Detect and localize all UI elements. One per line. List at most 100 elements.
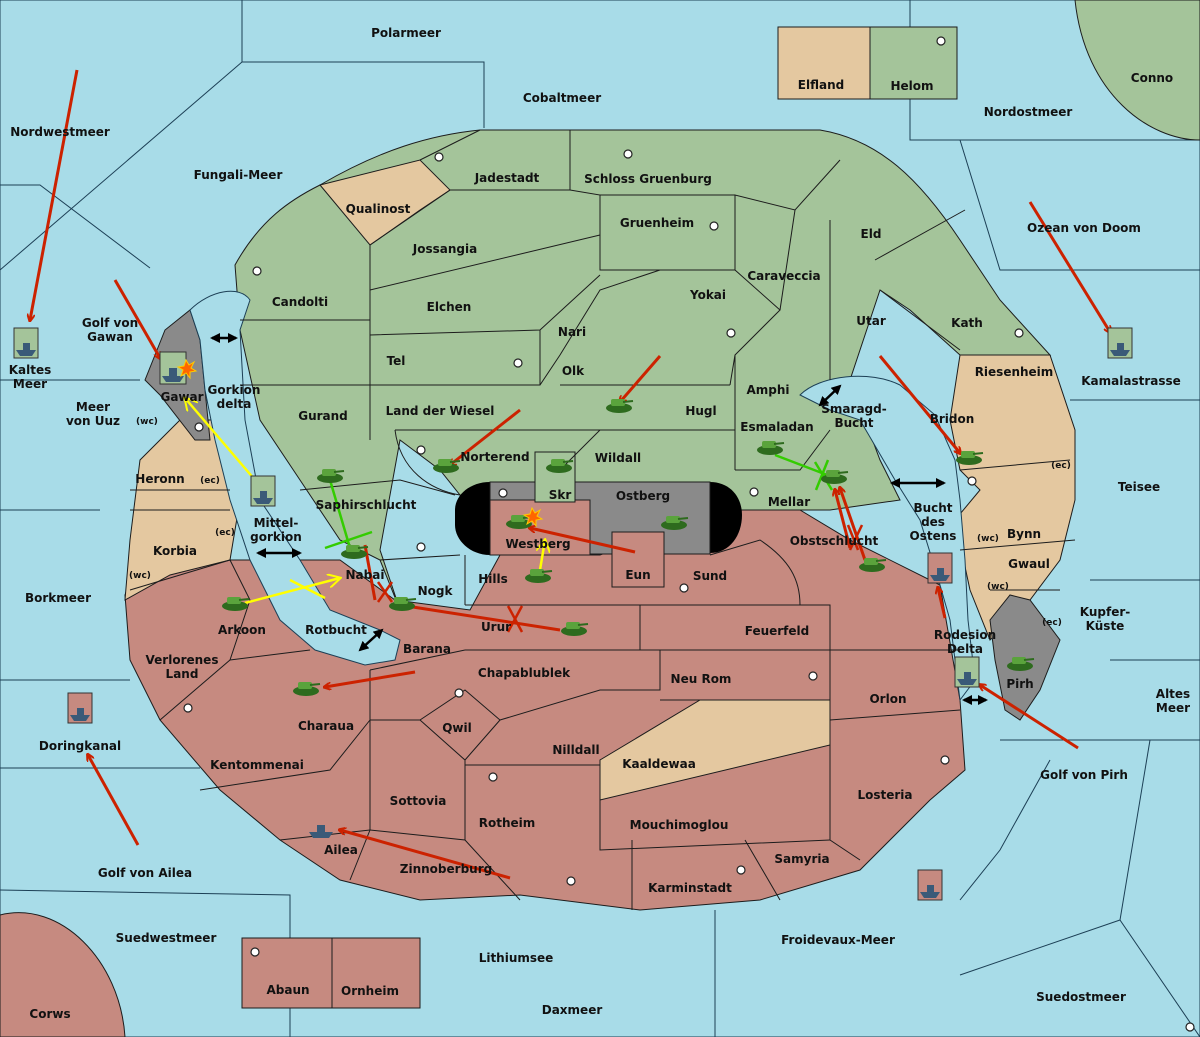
tank-icon [293, 682, 321, 696]
region-label: Samyria [774, 852, 829, 866]
region-label: Mouchimoglou [630, 818, 729, 832]
tank-icon [859, 558, 887, 572]
region-label: Losteria [857, 788, 912, 802]
tank-icon [433, 459, 461, 473]
region-label: Westberg [505, 537, 570, 551]
region-label: Sund [693, 569, 727, 583]
region-label: Ostberg [616, 489, 670, 503]
explosion-icon [522, 506, 544, 528]
tank-icon [506, 515, 534, 529]
sea-label: Froidevaux-Meer [781, 933, 895, 947]
ship-icon [1107, 327, 1133, 359]
tank-icon [661, 516, 689, 530]
region-label: Elfland [798, 78, 844, 92]
region-label: Karminstadt [648, 881, 732, 895]
tank-icon [222, 597, 250, 611]
units [13, 327, 1133, 901]
region-label: Gurand [298, 409, 348, 423]
region-label: Orlon [869, 692, 906, 706]
coast-label: (wc) [136, 417, 158, 427]
region-label: Land der Wiesel [386, 404, 495, 418]
tank-icon [757, 441, 785, 455]
ship-icon [954, 656, 980, 688]
region-label: Neu Rom [671, 672, 732, 686]
region-label: Ailea [324, 843, 358, 857]
sea-label: Doringkanal [39, 739, 121, 753]
region-label: Charaua [298, 719, 354, 733]
region-label: Obstschlucht [790, 534, 879, 548]
sea-label: Nordwestmeer [10, 125, 110, 139]
region-label: Rotheim [479, 816, 536, 830]
ship-icon [917, 869, 943, 901]
region-borders [129, 129, 1076, 910]
tank-icon [525, 569, 553, 583]
region-label: Utar [856, 314, 886, 328]
explosion-icon [176, 358, 198, 380]
coast-label: (ec) [1042, 618, 1062, 628]
coast-label: (ec) [200, 476, 220, 486]
region-label: Esmaladan [740, 420, 813, 434]
ship-icon [250, 475, 276, 507]
sea-label: Mittel-gorkion [250, 516, 302, 544]
region-label: Caraveccia [747, 269, 820, 283]
region-label: Gwaul [1008, 557, 1050, 571]
region-label: Elchen [427, 300, 472, 314]
region-label: Sottovia [390, 794, 447, 808]
sea-label: Kupfer-Küste [1080, 605, 1130, 633]
sea-label: Cobaltmeer [523, 91, 601, 105]
coast-label: (ec) [215, 528, 235, 538]
region-label: Ornheim [341, 984, 399, 998]
sea-label: Lithiumsee [479, 951, 554, 965]
labels: Polarmeer Cobaltmeer Nordwestmeer Fungal… [9, 26, 1190, 1021]
region-label: Chapablublek [478, 666, 571, 680]
region-label: Eun [625, 568, 650, 582]
sea-label: Golf von Pirh [1040, 768, 1128, 782]
region-label: Nari [558, 325, 586, 339]
tank-icon [561, 622, 589, 636]
sea-label: Corws [29, 1007, 70, 1021]
tank-icon [341, 545, 369, 559]
region-label: Norterend [460, 450, 529, 464]
region-label: Hills [478, 572, 508, 586]
region-label: Arkoon [218, 623, 266, 637]
adjacency-arrows [210, 333, 988, 705]
region-label: Jossangia [412, 242, 477, 256]
region-label: Mellar [768, 495, 810, 509]
region-label: Kentommenai [210, 758, 304, 772]
region-label: Abaun [266, 983, 309, 997]
tank-icon [317, 469, 345, 483]
coast-label: (wc) [977, 534, 999, 544]
attack-orders [30, 69, 1110, 880]
tank-icon [606, 399, 634, 413]
region-label: Heronn [135, 472, 184, 486]
region-label: Tel [387, 354, 406, 368]
region-label: Yokai [689, 288, 726, 302]
sea-label: Borkmeer [25, 591, 91, 605]
region-label: Schloss Gruenburg [584, 172, 712, 186]
region-label: Gruenheim [620, 216, 694, 230]
region-label: Helom [890, 79, 933, 93]
region-label: Korbia [153, 544, 197, 558]
sea-label: Fungali-Meer [194, 168, 283, 182]
sea-label: Conno [1131, 71, 1173, 85]
support-orders [185, 398, 545, 605]
sea-label: Kamalastrasse [1081, 374, 1181, 388]
region-label: Amphi [746, 383, 789, 397]
region-label: Riesenheim [975, 365, 1054, 379]
supply-centers [183, 36, 1195, 1032]
region-label: Feuerfeld [745, 624, 810, 638]
region-label: Bridon [930, 412, 975, 426]
sea-label: Daxmeer [542, 1003, 603, 1017]
sea-label: Suedwestmeer [116, 931, 217, 945]
region-label: Kath [951, 316, 983, 330]
region-label: Barana [403, 642, 451, 656]
sea-label: Golf von Ailea [98, 866, 192, 880]
sea-label: Smaragd-Bucht [821, 402, 886, 430]
